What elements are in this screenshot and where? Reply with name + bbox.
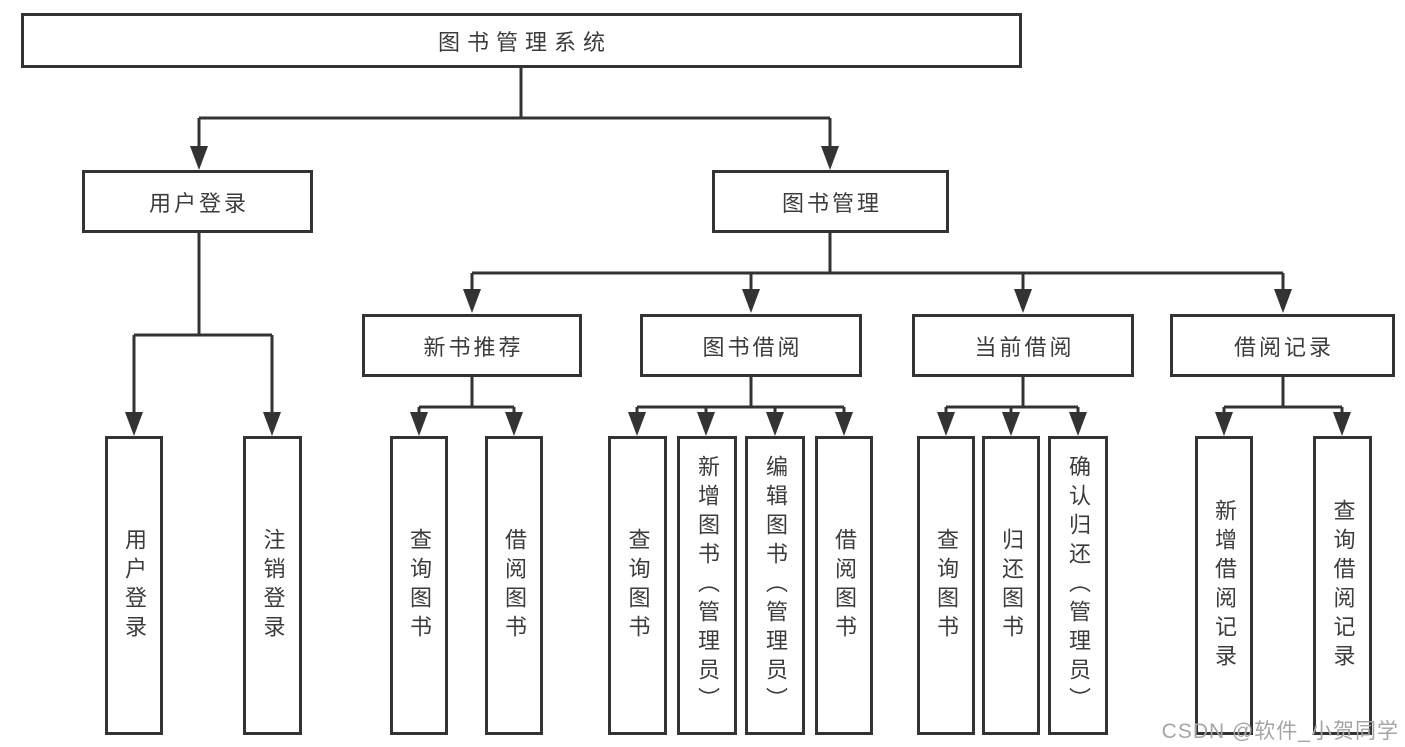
leaf-add-borrow-record: 新增借阅记录: [1195, 436, 1253, 735]
node-user-login-label: 用户登录: [148, 190, 249, 216]
node-library-system: 图书管理系统: [21, 13, 1022, 68]
leaf-confirm-return-admin: 确认归还（管理员）: [1048, 436, 1108, 735]
node-current-borrowing: 当前借阅: [912, 314, 1134, 377]
leaf-return-books-label: 归还图书: [999, 527, 1024, 644]
leaf-add-book-admin: 新增图书（管理员）: [677, 436, 737, 735]
arrow-down-icon: [628, 412, 646, 436]
node-book-management: 图书管理: [712, 170, 949, 233]
leaf-logout-label: 注销登录: [260, 527, 286, 644]
leaf-borrow-books-recommend-label: 借阅图书: [502, 527, 527, 644]
leaf-query-books-current: 查询图书: [917, 436, 975, 735]
arrow-down-icon: [190, 146, 208, 170]
edge-book-mgmt-split: [470, 233, 1285, 291]
arrow-down-icon: [1014, 289, 1032, 313]
arrow-down-icon: [263, 412, 281, 436]
leaf-user-login: 用户登录: [105, 436, 163, 735]
arrow-down-icon: [1274, 289, 1292, 313]
edge-user-login-split: [132, 233, 274, 414]
node-library-system-label: 图书管理系统: [437, 29, 612, 55]
leaf-edit-book-admin: 编辑图书（管理员）: [745, 436, 805, 735]
leaf-query-books-borrowing-label: 查询图书: [625, 527, 651, 644]
arrow-down-icon: [697, 412, 715, 436]
leaf-edit-book-admin-label: 编辑图书（管理员）: [763, 455, 788, 716]
leaf-borrow-books-borrowing-label: 借阅图书: [832, 527, 857, 644]
connector-edges: [132, 68, 1344, 414]
arrow-down-icon: [1002, 412, 1020, 436]
leaf-borrow-books-borrowing: 借阅图书: [815, 436, 873, 735]
node-book-borrowing-label: 图书借阅: [702, 334, 803, 360]
leaf-borrow-books-recommend: 借阅图书: [485, 436, 543, 735]
leaf-return-books: 归还图书: [982, 436, 1040, 735]
leaf-query-borrow-record: 查询借阅记录: [1313, 436, 1372, 735]
arrow-down-icon: [125, 412, 143, 436]
leaf-query-books-recommend-label: 查询图书: [407, 527, 432, 644]
node-borrowing-records: 借阅记录: [1170, 314, 1395, 377]
arrow-down-icon: [1215, 412, 1233, 436]
edge-current-split: [944, 377, 1080, 414]
arrow-down-icon: [505, 412, 523, 436]
leaf-logout: 注销登录: [243, 436, 302, 735]
arrow-down-icon: [937, 412, 955, 436]
edge-records-split: [1222, 377, 1344, 414]
arrow-down-icon: [821, 146, 839, 170]
arrow-down-icon: [1333, 412, 1351, 436]
node-book-management-label: 图书管理: [781, 190, 882, 216]
arrowheads: [125, 146, 1351, 436]
edge-new-book-split: [417, 377, 516, 414]
node-current-borrowing-label: 当前借阅: [974, 334, 1075, 360]
leaf-query-books-current-label: 查询图书: [934, 527, 959, 644]
node-user-login: 用户登录: [82, 170, 313, 233]
leaf-confirm-return-admin-label: 确认归还（管理员）: [1066, 455, 1091, 716]
node-new-book-recommendation: 新书推荐: [362, 314, 582, 377]
node-book-borrowing: 图书借阅: [640, 314, 862, 377]
arrow-down-icon: [742, 289, 760, 313]
arrow-down-icon: [410, 412, 428, 436]
leaf-add-borrow-record-label: 新增借阅记录: [1212, 498, 1237, 673]
leaf-user-login-label: 用户登录: [122, 527, 147, 644]
leaf-add-book-admin-label: 新增图书（管理员）: [695, 455, 720, 716]
arrow-down-icon: [463, 289, 481, 313]
node-borrowing-records-label: 借阅记录: [1233, 334, 1334, 360]
arrow-down-icon: [1069, 412, 1087, 436]
leaf-query-borrow-record-label: 查询借阅记录: [1330, 498, 1356, 673]
arrow-down-icon: [835, 412, 853, 436]
arrow-down-icon: [766, 412, 784, 436]
edge-root-split: [197, 68, 832, 148]
edge-borrowing-split: [635, 377, 846, 414]
node-new-book-recommendation-label: 新书推荐: [423, 334, 524, 360]
leaf-query-books-recommend: 查询图书: [390, 436, 448, 735]
csdn-watermark: CSDN @软件_小贺同学: [1161, 720, 1399, 743]
leaf-query-books-borrowing: 查询图书: [608, 436, 667, 735]
